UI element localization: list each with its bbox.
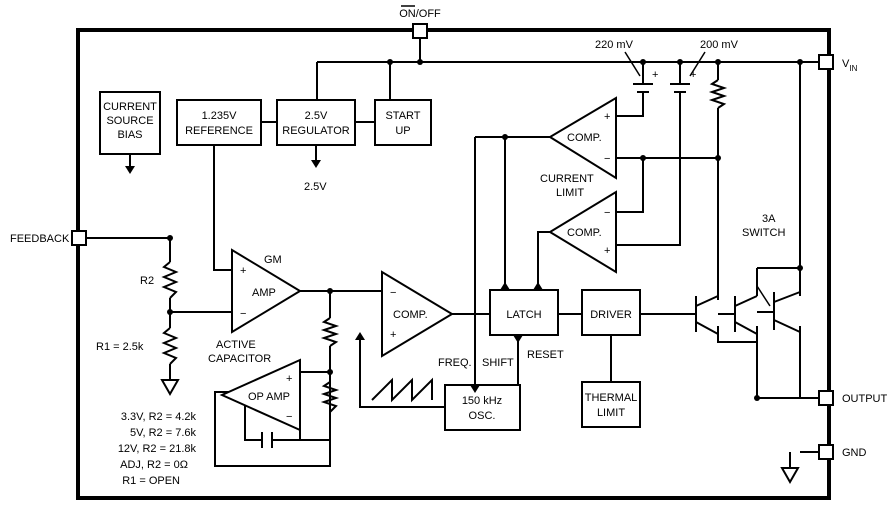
- resistor-r1: [161, 327, 179, 365]
- comp-main-plus: +: [390, 329, 396, 341]
- label-current-limit-1: CURRENT: [540, 173, 594, 185]
- regulator-block: 2.5V REGULATOR: [276, 99, 356, 146]
- oscillator-block: 150 kHz OSC.: [444, 384, 521, 431]
- note-line: 5V, R2 = 7.6k: [130, 427, 196, 439]
- comp-top-plus: +: [604, 111, 610, 123]
- resistor-r2: [161, 261, 179, 299]
- label-active: ACTIVE: [216, 339, 256, 351]
- label-switch-1: 3A: [762, 213, 776, 225]
- current-source-bias-line1: CURRENT: [103, 101, 157, 113]
- note-line: ADJ, R2 = 0Ω: [120, 459, 188, 471]
- vin-label: V: [842, 58, 850, 70]
- wiring: [86, 38, 820, 468]
- label-2v5: 2.5V: [304, 181, 327, 193]
- vin-subscript: IN: [849, 64, 857, 73]
- start-up-block: START UP: [374, 99, 432, 146]
- comp-bottom-minus: −: [604, 207, 610, 219]
- comp-top-minus: −: [604, 153, 610, 165]
- annotations: 220 mV 200 mV 2.5V CURRENT LIMIT 3A SWIT…: [96, 39, 785, 369]
- pin-vin: VIN: [818, 54, 858, 73]
- label-200mv: 200 mV: [700, 39, 739, 51]
- op-amp-minus: −: [286, 411, 292, 423]
- reference-line1: 1.235V: [202, 110, 238, 122]
- gm-label: GM: [264, 254, 282, 266]
- thermal-limit-block: THERMAL LIMIT: [581, 381, 641, 428]
- op-amp-plus: +: [286, 373, 292, 385]
- resistors: [161, 79, 728, 413]
- comp-main-minus: −: [390, 287, 396, 299]
- resistor-gm-load: [320, 317, 340, 347]
- regulator-line1: 2.5V: [305, 110, 328, 122]
- current-limit-comparator-bottom: − + COMP.: [548, 190, 617, 274]
- label-freq: FREQ.: [438, 357, 472, 369]
- current-source-bias-line3: BIAS: [117, 129, 142, 141]
- offset-sources: + +: [624, 51, 706, 95]
- reference-block: 1.235V REFERENCE: [176, 99, 262, 146]
- resistor-current-sense: [708, 79, 728, 109]
- current-source-bias-block: CURRENT SOURCE BIAS: [99, 91, 161, 155]
- gm-amplifier: + − AMP GM: [231, 248, 302, 334]
- comp-bottom-plus: +: [604, 245, 610, 257]
- resistor-active-cap: [320, 381, 340, 413]
- regulator-line2: REGULATOR: [282, 125, 349, 137]
- thermal-limit-line2: LIMIT: [597, 407, 625, 419]
- driver-block: DRIVER: [581, 289, 641, 336]
- pin-gnd: GND: [818, 444, 867, 460]
- arrow-heads: [355, 282, 543, 393]
- svg-text:VIN: VIN: [842, 58, 858, 73]
- source-200-plus: +: [690, 69, 696, 81]
- start-up-line2: UP: [395, 125, 410, 137]
- latch-block: LATCH: [489, 289, 559, 336]
- ic-outline: [76, 28, 831, 500]
- pin-feedback: FEEDBACK: [10, 230, 87, 246]
- note-line: 12V, R2 = 21.8k: [118, 443, 197, 455]
- oscillator-line2: OSC.: [469, 410, 496, 422]
- label-current-limit-2: LIMIT: [556, 187, 584, 199]
- label-r2: R2: [140, 275, 154, 287]
- gm-minus: −: [240, 308, 246, 320]
- label-capacitor: CAPACITOR: [208, 353, 271, 365]
- sawtooth-waveform: [371, 377, 433, 403]
- arrow-bias-icon: [125, 166, 135, 174]
- on-off-label: ON/OFF: [399, 8, 441, 20]
- switch-transistors: [695, 268, 801, 335]
- note-line: R1 = OPEN: [122, 475, 180, 487]
- current-source-bias-line2: SOURCE: [106, 115, 153, 127]
- active-capacitor-cap: [261, 432, 273, 448]
- comp-bottom-label: COMP.: [567, 227, 602, 239]
- pin-output: OUTPUT: [818, 390, 887, 406]
- op-amp: + − OP AMP: [219, 358, 301, 432]
- comp-top-label: COMP.: [567, 132, 602, 144]
- output-label: OUTPUT: [842, 393, 887, 405]
- gm-plus: +: [240, 265, 246, 277]
- ground-symbols: [125, 160, 800, 485]
- oscillator-line1: 150 kHz: [462, 395, 502, 407]
- ground-gnd-icon: [780, 467, 800, 485]
- op-amp-label: OP AMP: [248, 391, 290, 403]
- main-comparator: − + COMP.: [381, 270, 454, 358]
- source-220-plus: +: [652, 69, 658, 81]
- gm-amp-label: AMP: [252, 287, 276, 299]
- resistor-notes: 3.3V, R2 = 4.2k 5V, R2 = 7.6k 12V, R2 = …: [118, 411, 197, 487]
- driver-label: DRIVER: [590, 309, 632, 321]
- start-up-line1: START: [385, 110, 420, 122]
- junctions: [167, 59, 803, 401]
- label-reset: RESET: [527, 349, 564, 361]
- label-switch-2: SWITCH: [742, 227, 785, 239]
- arrow-2v5-icon: [311, 160, 321, 168]
- latch-label: LATCH: [506, 309, 541, 321]
- current-limit-comparator-top: + − COMP.: [548, 96, 617, 180]
- feedback-label: FEEDBACK: [10, 233, 70, 245]
- ground-feedback-icon: [160, 379, 180, 397]
- gnd-label: GND: [842, 447, 867, 459]
- pin-on-off: ON/OFF: [399, 5, 441, 39]
- note-line: 3.3V, R2 = 4.2k: [121, 411, 197, 423]
- label-220mv: 220 mV: [595, 39, 634, 51]
- thermal-limit-line1: THERMAL: [585, 392, 638, 404]
- label-r1: R1 = 2.5k: [96, 341, 144, 353]
- label-shift: SHIFT: [482, 357, 514, 369]
- comp-main-label: COMP.: [393, 309, 428, 321]
- reference-line2: REFERENCE: [185, 125, 253, 137]
